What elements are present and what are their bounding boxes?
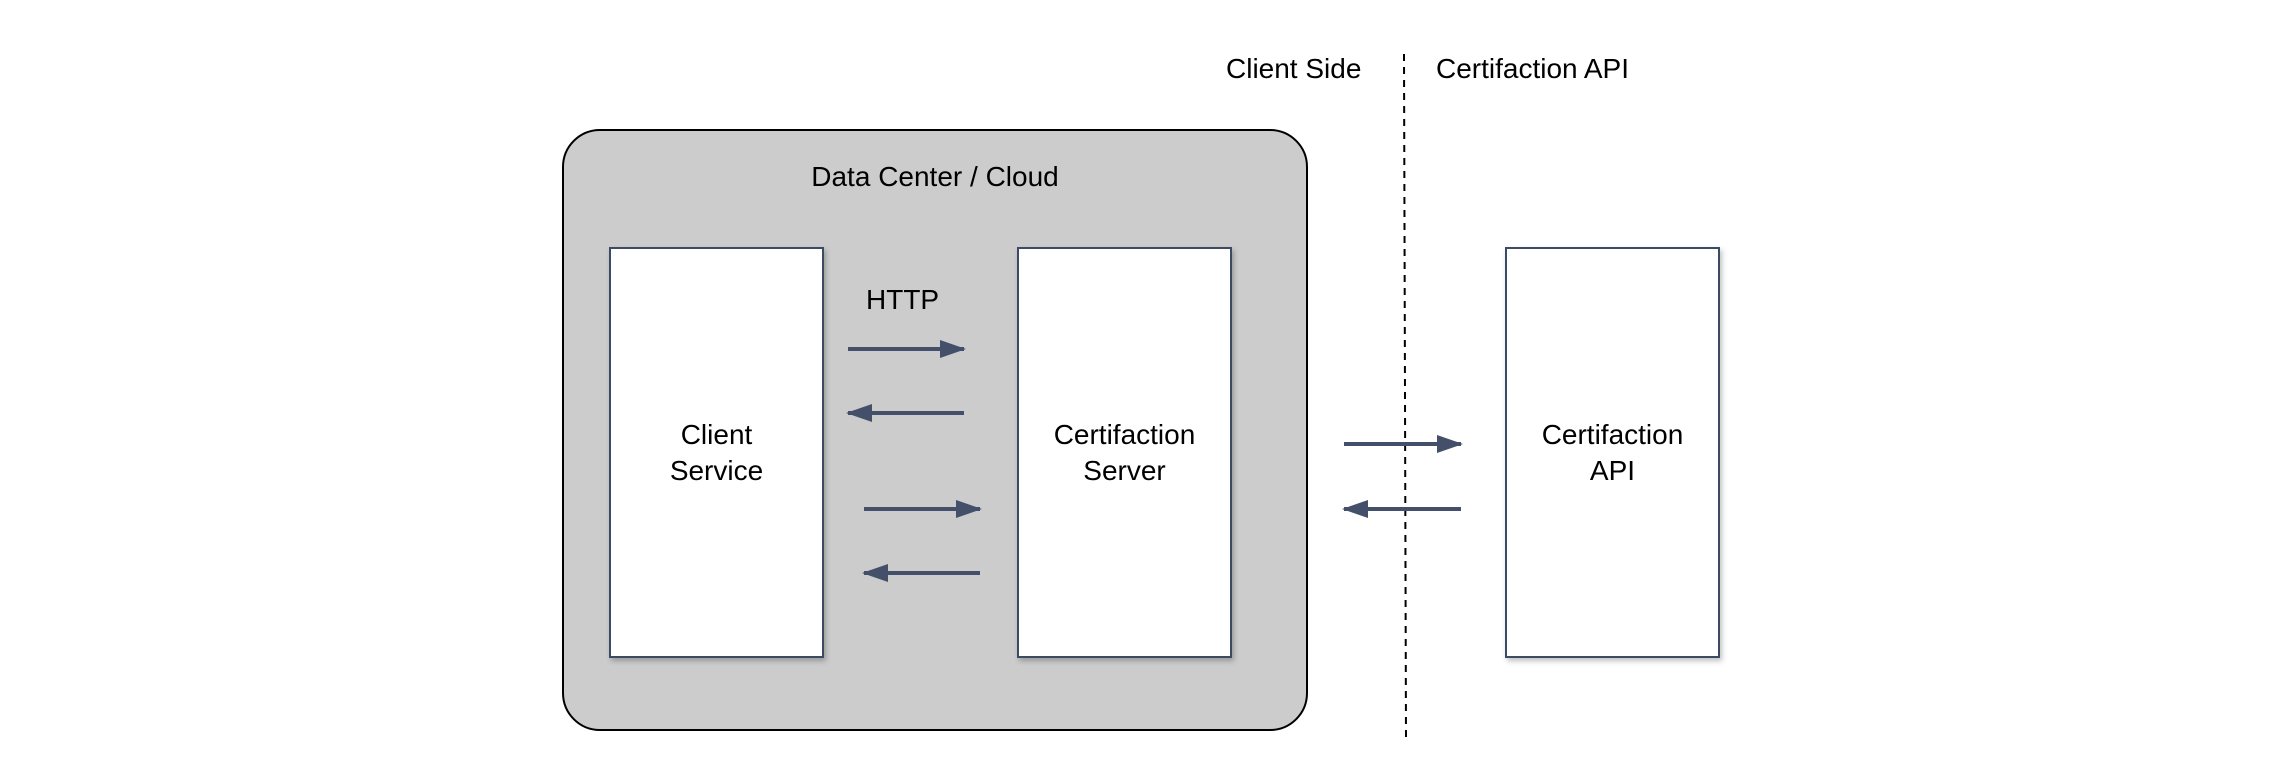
- certifaction-server-node: Certifaction Server: [1017, 247, 1232, 658]
- client-service-label: Client Service: [669, 418, 764, 486]
- certifaction-server-label: Certifaction Server: [1053, 418, 1196, 486]
- certifaction-api-region-label: Certifaction API: [1436, 53, 1629, 84]
- client-api-divider: [1403, 53, 1407, 741]
- certifaction-api-label: Certifaction API: [1541, 418, 1684, 486]
- certifaction-api-node: Certifaction API: [1505, 247, 1720, 658]
- data-center-title: Data Center / Cloud: [811, 161, 1059, 192]
- http-label: HTTP: [866, 284, 940, 315]
- client-service-node: Client Service: [609, 247, 824, 658]
- client-side-label: Client Side: [1226, 53, 1362, 84]
